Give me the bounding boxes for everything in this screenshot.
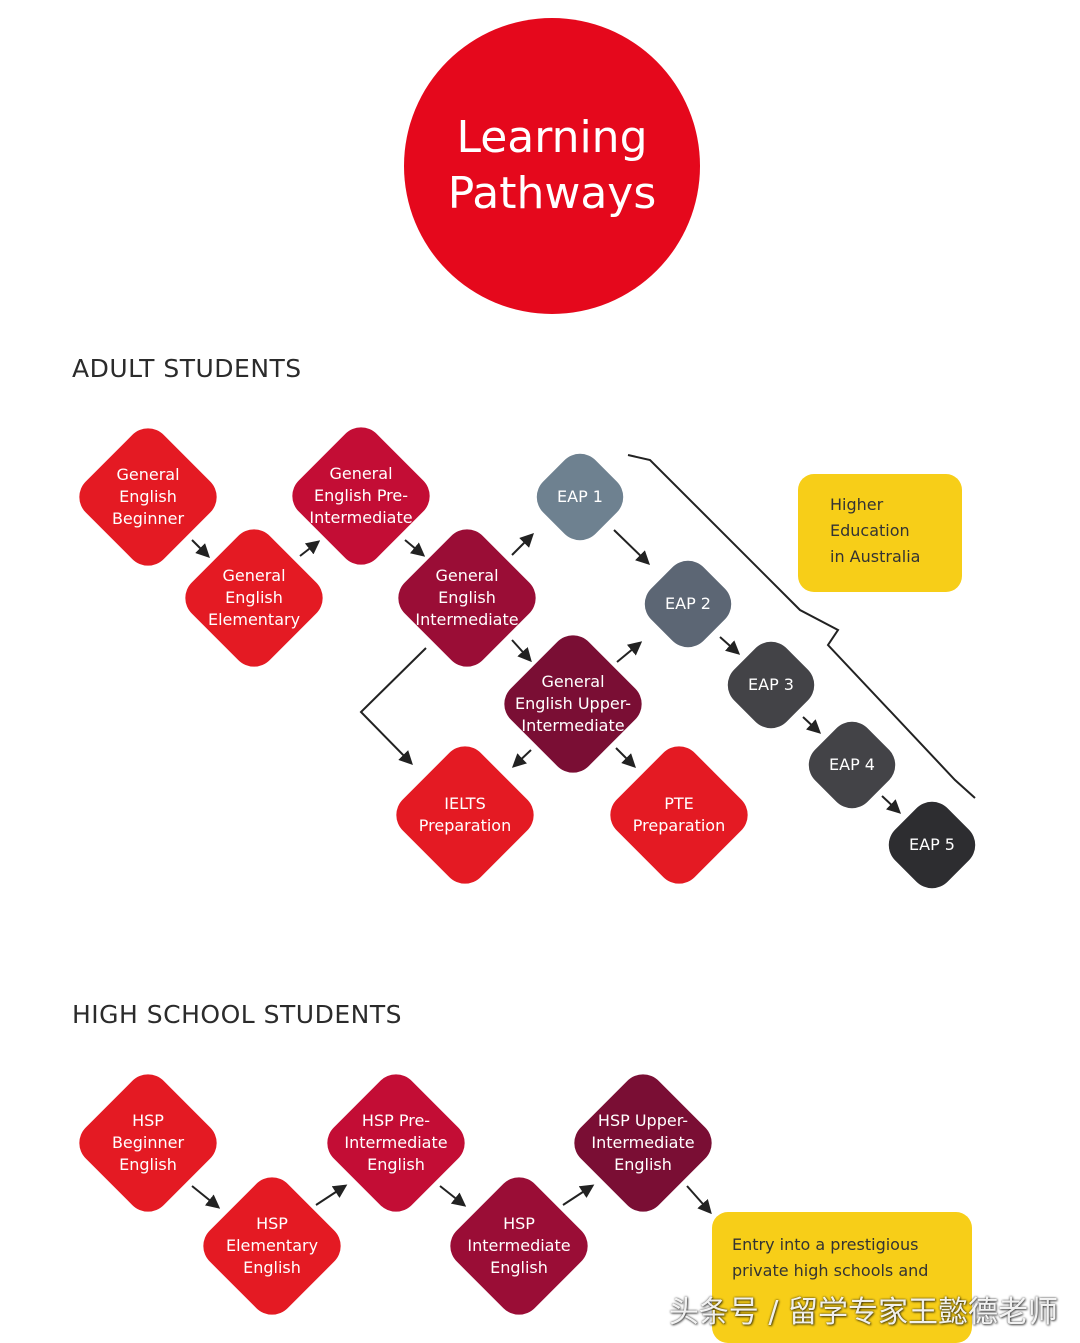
pathway-node-eap1: EAP 1 (527, 444, 633, 550)
pathway-node-hsp-pre-intermediate: HSP Pre- Intermediate English (318, 1065, 474, 1221)
node-label: EAP 2 (665, 594, 711, 613)
title-circle: Learning Pathways (404, 18, 700, 314)
pathway-node-eap5: EAP 5 (879, 792, 985, 898)
title-line-1: Learning (456, 112, 648, 163)
pathway-node-ge-beginner: General English Beginner (70, 419, 226, 575)
adult-students-heading: ADULT STUDENTS (72, 354, 302, 383)
node-label: EAP 1 (557, 487, 603, 506)
arrow-eap1-to-eap2 (613, 529, 651, 565)
pathway-node-ielts: IELTS Preparation (387, 737, 543, 893)
higher-education-box: Higher Education in Australia (798, 474, 962, 592)
high-school-entry-box: Entry into a prestigious private high sc… (712, 1212, 972, 1343)
pathway-node-eap2: EAP 2 (635, 551, 741, 657)
arrow-hsp-beginner-to-elementary (191, 1185, 221, 1209)
pathway-node-ge-elementary: General English Elementary (176, 520, 332, 676)
pathway-node-eap4: EAP 4 (799, 712, 905, 818)
arrow-upper-intermediate-to-pte (615, 747, 636, 768)
arrow-hsp-intermediate-to-upper-intermediate (562, 1184, 595, 1206)
arrow-intermediate-to-ielts (359, 647, 427, 765)
pathway-node-ge-pre-intermediate: General English Pre- Intermediate (283, 418, 439, 574)
node-label: HSP Elementary English (225, 1214, 319, 1277)
eap-group-bracket (627, 454, 976, 799)
pathway-node-ge-intermediate: General English Intermediate (389, 520, 545, 676)
node-label: PTE Preparation (632, 794, 726, 835)
arrow-hsp-pre-intermediate-to-intermediate (439, 1185, 467, 1207)
node-label: EAP 4 (829, 755, 875, 774)
pathway-node-hsp-intermediate: HSP Intermediate English (441, 1168, 597, 1324)
pathway-node-ge-upper-intermediate: General English Upper- Intermediate (495, 626, 651, 782)
arrow-eap2-to-eap3 (719, 636, 741, 655)
arrow-upper-intermediate-to-eap2 (616, 641, 643, 663)
arrow-pre-intermediate-to-intermediate (404, 539, 426, 557)
node-label: HSP Intermediate English (467, 1214, 571, 1277)
arrow-eap4-to-eap5 (881, 795, 902, 814)
arrow-intermediate-to-eap1 (511, 533, 534, 556)
arrow-intermediate-to-upper-intermediate (511, 639, 532, 663)
pathway-node-hsp-elementary: HSP Elementary English (194, 1168, 350, 1324)
node-label: EAP 5 (909, 835, 955, 854)
node-label: General English Intermediate (415, 566, 519, 629)
node-label: IELTS Preparation (418, 794, 512, 835)
pathway-node-eap3: EAP 3 (718, 632, 824, 738)
arrow-hsp-elementary-to-pre-intermediate (315, 1184, 348, 1206)
arrow-hsp-upper-intermediate-to-entry (686, 1185, 712, 1215)
node-label: HSP Beginner English (111, 1111, 185, 1174)
watermark: 头条号 / 留学专家王懿德老师 (668, 1295, 1058, 1330)
arrow-beginner-to-elementary (191, 539, 210, 558)
arrow-upper-intermediate-to-ielts (511, 749, 532, 768)
node-label: HSP Pre- Intermediate English (344, 1111, 448, 1174)
node-label: HSP Upper- Intermediate English (591, 1111, 695, 1174)
node-label: General English Beginner (111, 465, 185, 528)
node-label: General English Pre- Intermediate (309, 464, 413, 527)
title-line-2: Pathways (447, 168, 657, 219)
pathway-node-pte: PTE Preparation (601, 737, 757, 893)
node-label: General English Upper- Intermediate (514, 672, 632, 735)
arrow-elementary-to-pre-intermediate (299, 540, 321, 557)
high-school-students-heading: HIGH SCHOOL STUDENTS (72, 1000, 402, 1029)
node-label: General English Elementary (207, 566, 301, 629)
pathway-node-hsp-upper-intermediate: HSP Upper- Intermediate English (565, 1065, 721, 1221)
arrow-eap3-to-eap4 (802, 716, 822, 734)
pathway-node-hsp-beginner: HSP Beginner English (70, 1065, 226, 1221)
node-label: EAP 3 (748, 675, 794, 694)
